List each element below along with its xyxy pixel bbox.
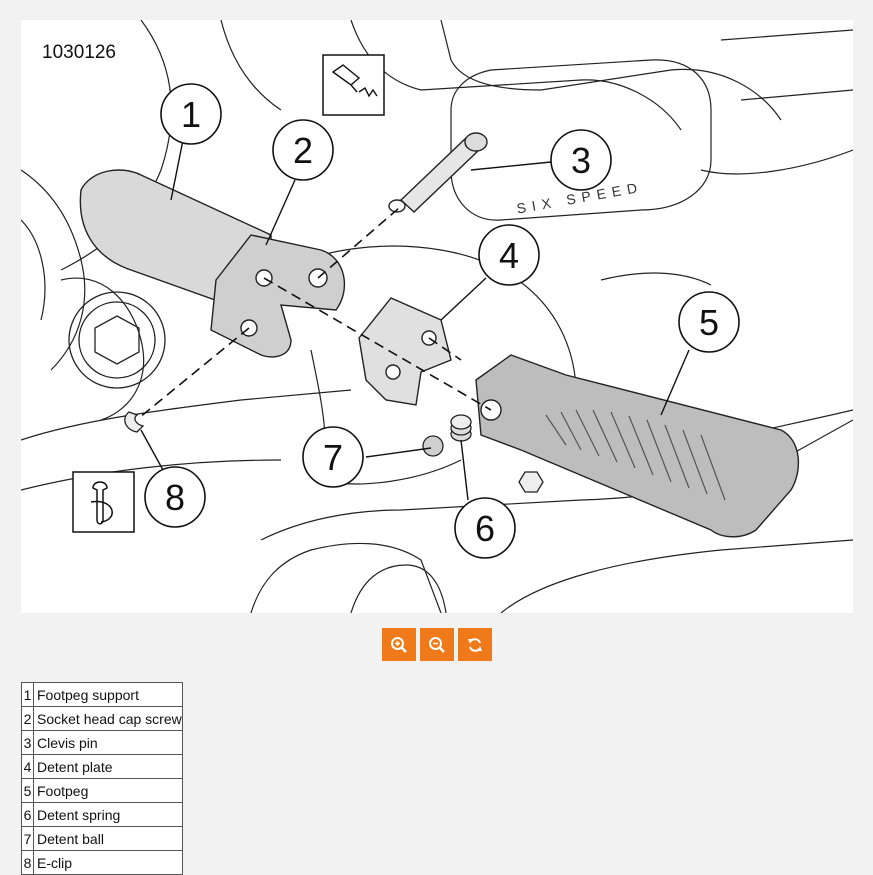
callout-leaders (140, 139, 690, 501)
callout-number: 7 (323, 437, 343, 478)
callout-circle (550, 129, 612, 191)
callout-2: 2 (272, 119, 334, 181)
callout-1: 1 (160, 83, 222, 145)
hex-bolt-drawing (68, 291, 166, 389)
callout-circle (272, 119, 334, 181)
part-description: Footpeg (33, 778, 183, 803)
callout-7: 7 (302, 426, 364, 488)
part-description: Detent plate (33, 754, 183, 779)
part-number: 5 (21, 778, 34, 803)
part-description: E-clip (33, 850, 183, 875)
part-description: Detent spring (33, 802, 183, 827)
small-parts-drawing (124, 411, 544, 493)
callout-5: 5 (678, 291, 740, 353)
image-toolbar (382, 628, 492, 661)
part-number: 6 (21, 802, 34, 827)
callout-number: 1 (181, 94, 201, 135)
callout-circle (454, 497, 516, 559)
torque-wrench-symbol-icon (72, 471, 135, 533)
zoom-in-button[interactable] (382, 628, 416, 661)
callout-circle (302, 426, 364, 488)
sealant-symbol-icon (322, 54, 385, 116)
callout-number: 4 (499, 235, 519, 276)
callout-number: 2 (293, 130, 313, 171)
part-number: 4 (21, 754, 34, 779)
part-description: Socket head cap screw (33, 706, 183, 731)
part-number: 8 (21, 850, 34, 875)
part-description: Detent ball (33, 826, 183, 851)
callout-6: 6 (454, 497, 516, 559)
refresh-icon (468, 637, 482, 652)
callout-number: 5 (699, 302, 719, 343)
callout-8: 8 (144, 466, 206, 528)
callout-3: 3 (550, 129, 612, 191)
part-number: 7 (21, 826, 34, 851)
callout-4: 4 (478, 224, 540, 286)
clevis-pin-drawing (388, 132, 488, 213)
callout-number: 8 (165, 477, 185, 518)
callout-number: 3 (571, 140, 591, 181)
callout-circle (678, 291, 740, 353)
callout-markers: 1 2 3 4 5 6 7 8 (144, 83, 740, 559)
part-number: 2 (21, 706, 34, 731)
callout-circle (160, 83, 222, 145)
footpeg-drawing (475, 354, 800, 538)
assembly-lines (138, 207, 492, 419)
zoom-out-button[interactable] (420, 628, 454, 661)
reset-view-button[interactable] (458, 628, 492, 661)
figure-id: 1030126 (42, 42, 116, 63)
zoom-in-icon (391, 636, 407, 653)
callout-circle (478, 224, 540, 286)
part-number: 3 (21, 730, 34, 755)
detent-plate-drawing (358, 297, 452, 406)
callout-circle (144, 466, 206, 528)
callout-number: 6 (475, 508, 495, 549)
zoom-out-icon (429, 636, 445, 653)
footpeg-support-drawing (79, 169, 346, 358)
part-description: Clevis pin (33, 730, 183, 755)
part-number: 1 (21, 682, 34, 707)
part-description: Footpeg support (33, 682, 183, 707)
